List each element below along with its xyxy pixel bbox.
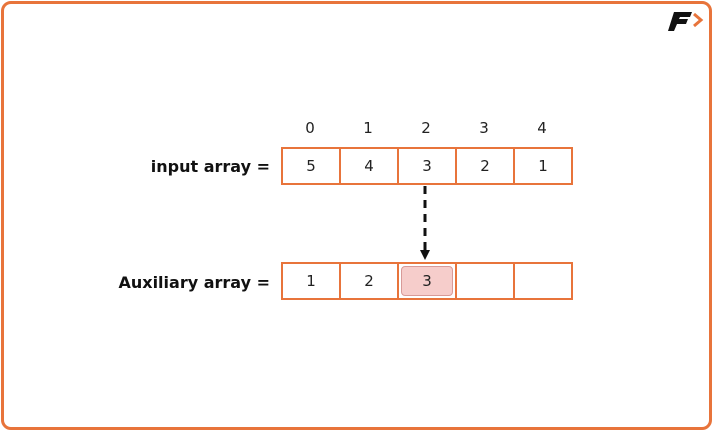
index-label: 0 <box>305 119 315 137</box>
input-array: 5 4 3 2 1 <box>281 147 573 185</box>
array-cell: 1 <box>513 147 573 185</box>
array-cell: 5 <box>281 147 341 185</box>
logo-icon <box>668 12 704 31</box>
index-label: 1 <box>363 119 373 137</box>
array-cell <box>455 262 515 300</box>
index-label: 3 <box>479 119 489 137</box>
dashed-arrow <box>420 186 430 260</box>
index-label: 2 <box>421 119 431 137</box>
array-cell: 4 <box>339 147 399 185</box>
array-cell <box>513 262 573 300</box>
index-labels: 0 1 2 3 4 <box>281 119 571 137</box>
array-cell: 3 <box>397 147 457 185</box>
index-label: 4 <box>537 119 547 137</box>
array-cell: 1 <box>281 262 341 300</box>
input-array-label: input array = <box>150 157 270 176</box>
auxiliary-array: 1 2 3 <box>281 262 573 300</box>
array-cell: 2 <box>455 147 515 185</box>
array-cell: 2 <box>339 262 399 300</box>
highlighted-array-cell: 3 <box>397 262 457 300</box>
auxiliary-array-label: Auxiliary array = <box>118 273 270 292</box>
